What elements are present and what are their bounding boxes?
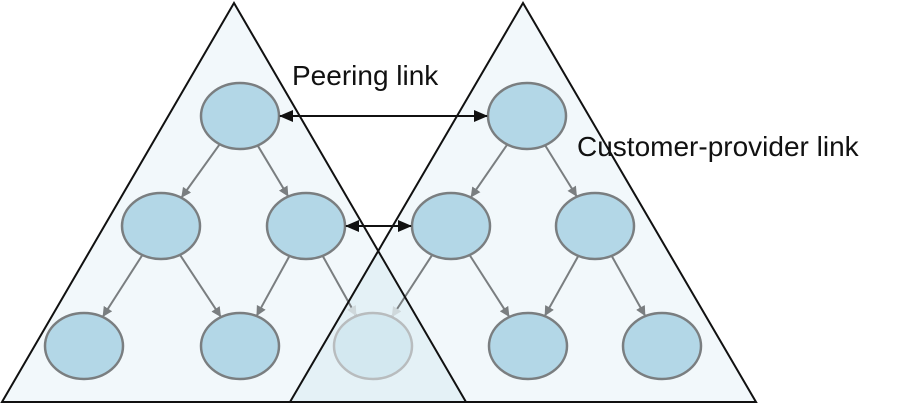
edges-layer xyxy=(102,143,646,318)
nodes-layer xyxy=(43,81,703,381)
customer-provider-edge-R2-R3 xyxy=(544,255,580,317)
customer-provider-edge-L2-L4 xyxy=(256,255,291,317)
customer-provider-edge-R1-S xyxy=(391,254,434,318)
as-node-R3 xyxy=(487,311,569,381)
as-node-L4 xyxy=(199,311,281,381)
as-node-L1 xyxy=(120,191,202,261)
shared-as-node xyxy=(332,311,414,381)
customer-provider-edge-R2-R4 xyxy=(610,255,646,317)
customer-provider-edge-L2-S xyxy=(321,255,357,317)
customer-provider-edge-L0-L2 xyxy=(256,144,289,197)
customer-provider-edge-L1-L3 xyxy=(102,254,144,317)
customer-provider-edge-L1-L4 xyxy=(179,254,222,318)
customer-provider-edge-R0-R2 xyxy=(544,144,578,197)
as-node-L3 xyxy=(43,311,125,381)
peering-link-label: Peering link xyxy=(292,60,439,91)
as-node-L2 xyxy=(265,191,347,261)
overlap-region xyxy=(290,3,466,402)
as-node-R1 xyxy=(410,191,492,261)
as-node-R2 xyxy=(554,191,636,261)
as-node-R4 xyxy=(621,311,703,381)
as-node-L0 xyxy=(199,81,281,151)
left-triangle-outline xyxy=(0,1,468,403)
customer-provider-link-label: Customer-provider link xyxy=(577,131,859,162)
customer-provider-edge-L0-L1 xyxy=(181,143,221,198)
right-triangle-outline xyxy=(288,1,758,403)
as-node-R0 xyxy=(486,81,568,151)
peering-links-layer xyxy=(279,110,488,232)
customer-provider-edge-R1-R3 xyxy=(468,254,510,317)
customer-provider-edge-R0-R1 xyxy=(470,143,509,198)
